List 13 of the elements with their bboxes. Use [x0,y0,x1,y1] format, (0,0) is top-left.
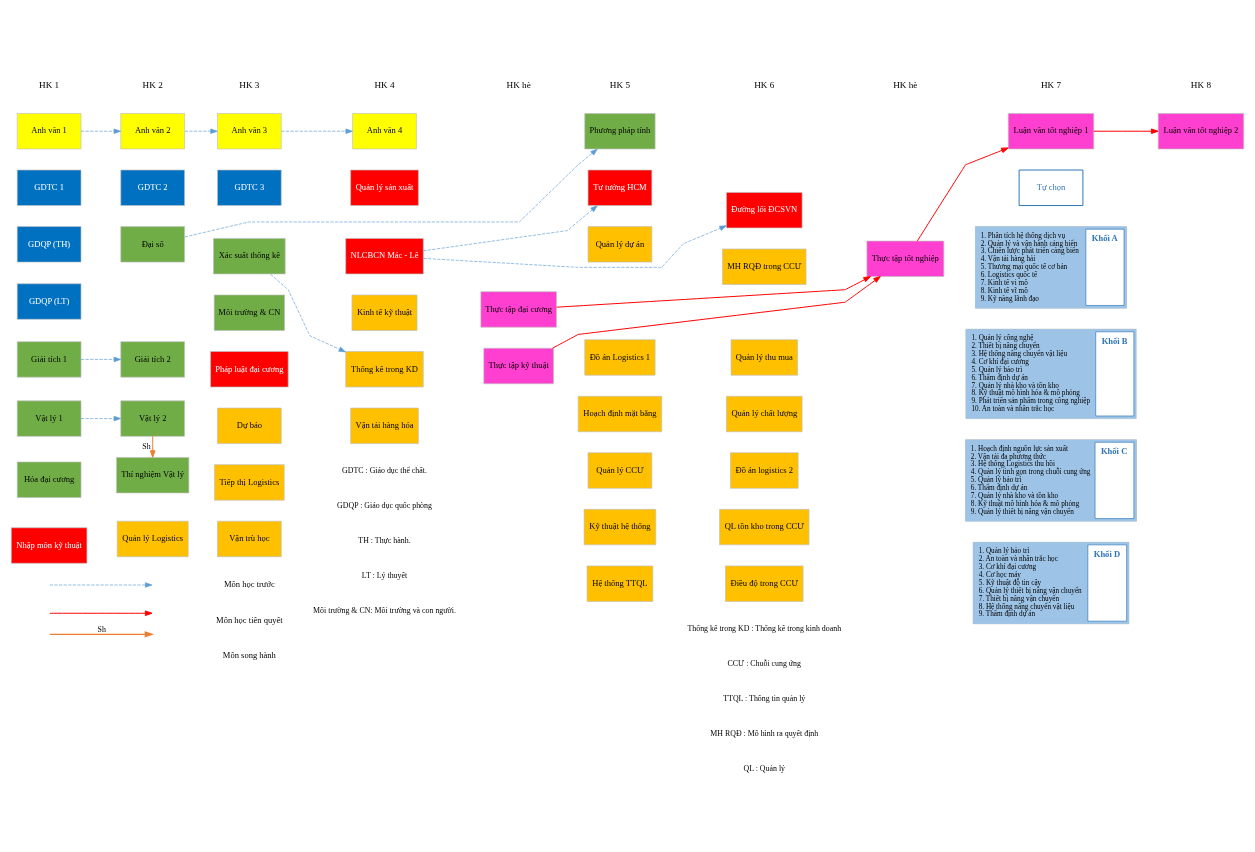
label: HK 2 [142,79,163,90]
label: HK 5 [609,79,631,90]
label: HK 1 [39,79,60,90]
label: HK 8 [1190,79,1212,90]
label: HK hè [506,79,531,90]
legend-label: Môn học tiên quyết [216,614,283,625]
label: HK 6 [754,79,775,90]
legend-label: Môn song hành [222,649,276,660]
label: HK hè [893,79,918,90]
label: HK 3 [239,79,260,90]
legend-label: Môn học trước [223,578,275,589]
label: HK 4 [374,79,395,90]
label: HK 7 [1040,79,1062,90]
